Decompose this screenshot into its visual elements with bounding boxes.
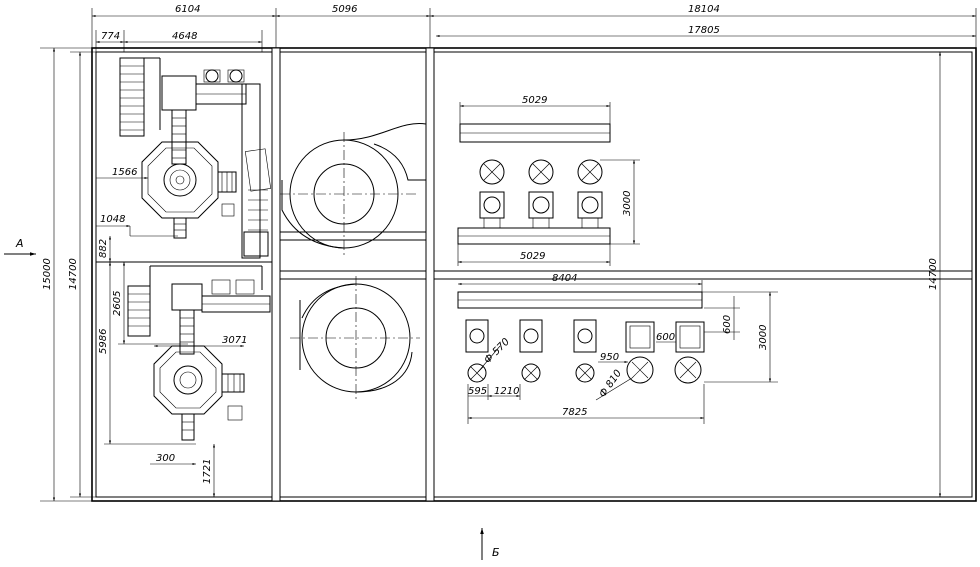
right-lower-line: 8404 3000 600 600 950 Ф 570 Ф 810 595 12… bbox=[457, 273, 778, 424]
dim-4648: 4648 bbox=[172, 31, 197, 42]
dim-6104: 6104 bbox=[175, 4, 200, 15]
dim-1210: 1210 bbox=[494, 386, 519, 397]
dim-5986: 5986 bbox=[98, 329, 109, 354]
left-bay-dimensions: 1566 1048 882 2605 5986 3071 300 1721 bbox=[96, 167, 247, 497]
dim-300: 300 bbox=[156, 453, 175, 464]
dim-7825: 7825 bbox=[562, 407, 587, 418]
dim-dia-810: Ф 810 bbox=[597, 368, 624, 400]
dim-600-right: 600 bbox=[722, 315, 733, 334]
view-a-label: A bbox=[15, 237, 24, 250]
left-lower-line bbox=[127, 265, 271, 441]
dim-dia-570: Ф 570 bbox=[482, 337, 512, 367]
dim-17805: 17805 bbox=[688, 25, 720, 36]
right-upper-line: 5029 5029 3000 bbox=[457, 95, 640, 266]
dim-1048: 1048 bbox=[100, 214, 125, 225]
left-upper-line bbox=[119, 57, 272, 259]
dim-5029-bottom: 5029 bbox=[520, 251, 545, 262]
view-b-label: Б bbox=[492, 546, 500, 559]
dim-3000-lower: 3000 bbox=[758, 325, 769, 350]
middle-bay-cyclones bbox=[280, 122, 427, 400]
dim-774: 774 bbox=[101, 31, 120, 42]
dim-15000: 15000 bbox=[42, 258, 53, 290]
dim-3071: 3071 bbox=[222, 335, 247, 346]
dim-1721: 1721 bbox=[202, 459, 213, 484]
dim-14700-left: 14700 bbox=[68, 258, 79, 290]
side-dimensions: 15000 14700 14700 A Б bbox=[4, 47, 942, 560]
dim-5096: 5096 bbox=[332, 4, 357, 15]
dim-595: 595 bbox=[468, 386, 487, 397]
dim-950: 950 bbox=[600, 352, 619, 363]
dim-600-mid: 600 bbox=[656, 332, 675, 343]
building-outline bbox=[91, 47, 977, 502]
dim-5029-top: 5029 bbox=[522, 95, 547, 106]
dim-1566: 1566 bbox=[112, 167, 137, 178]
top-dimensions: 6104 5096 18104 17805 774 4648 bbox=[91, 4, 977, 52]
dim-14700-right: 14700 bbox=[928, 258, 939, 290]
dim-882: 882 bbox=[98, 239, 109, 258]
dim-2605: 2605 bbox=[112, 291, 123, 316]
dim-18104: 18104 bbox=[688, 4, 720, 15]
dim-3000-upper: 3000 bbox=[622, 191, 633, 216]
dim-8404: 8404 bbox=[552, 273, 577, 284]
